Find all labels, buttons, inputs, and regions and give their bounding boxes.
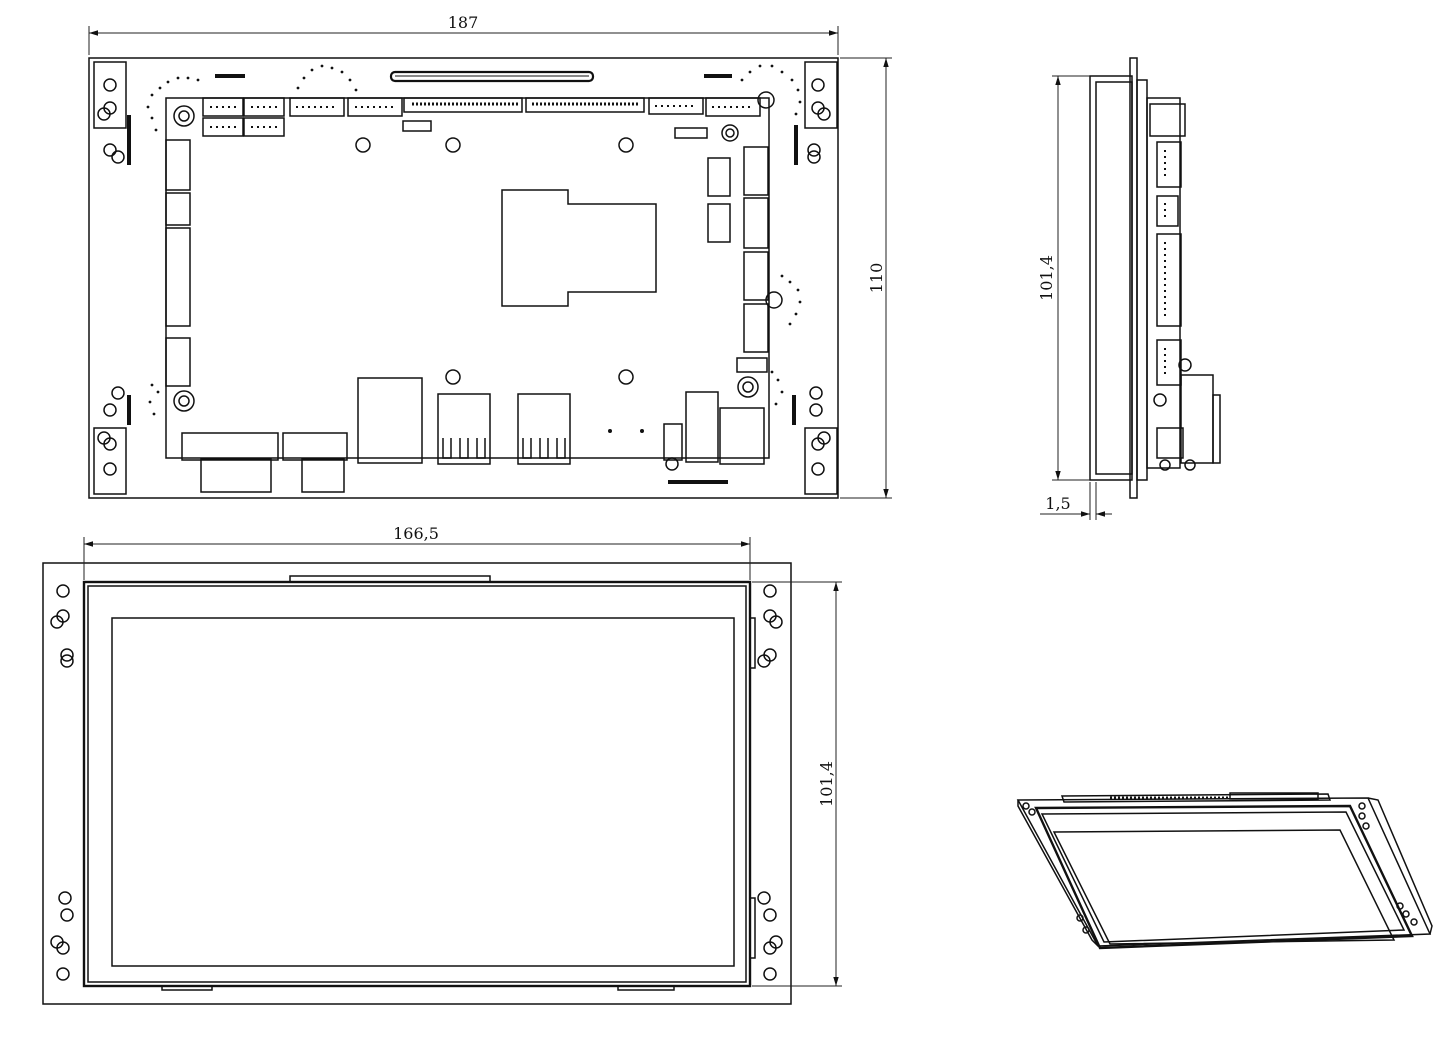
dimension-thickness-side: 1,5 [1040,482,1112,520]
dimension-label: 101,4 [1037,255,1056,301]
dimension-height-front: 101,4 [752,581,842,987]
corner-tab [93,61,127,129]
mounting-holes [97,78,831,476]
isometric-view [1016,792,1433,950]
dimension-height-side: 101,4 [1037,75,1090,481]
dimension-label: 110 [867,263,886,294]
cpu-module [501,189,657,307]
pin-headers [202,97,761,243]
front-holes [50,584,783,981]
dimension-height-rear: 110 [840,57,892,499]
dimension-label: 101,4 [817,761,836,807]
dimension-width-rear: 187 [88,13,839,55]
corner-tab [804,427,838,495]
side-view [1089,57,1221,499]
display-bezel [82,580,752,988]
pcb-board [165,97,770,459]
corner-tab [93,427,127,495]
corner-tab [804,61,838,129]
display-active-area [111,617,735,967]
dimension-label: 187 [448,13,479,32]
dimension-width-front: 166,5 [83,524,751,580]
front-frame-outline [42,562,792,1005]
dimension-label: 1,5 [1045,494,1070,513]
rear-frame-outline [88,57,839,499]
front-view [42,562,792,1005]
io-connectors [181,377,765,493]
screws [173,91,783,412]
rear-view-pcb [88,57,839,499]
radial-dots [146,64,802,416]
dimension-label: 166,5 [393,524,439,543]
